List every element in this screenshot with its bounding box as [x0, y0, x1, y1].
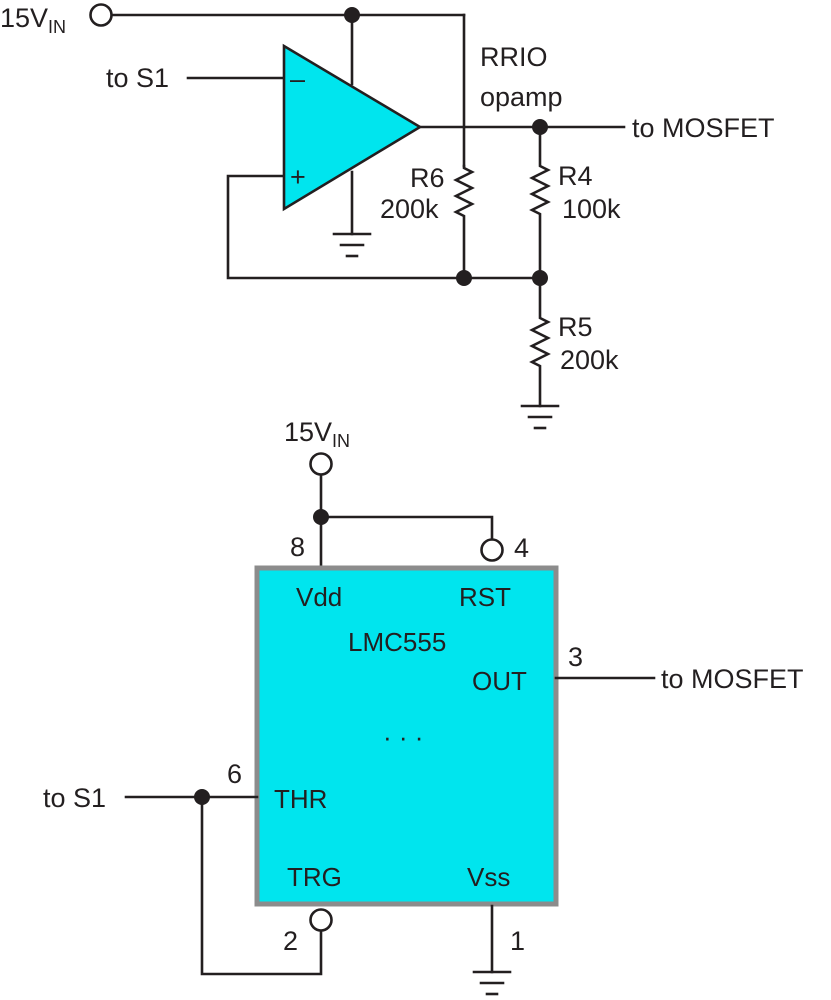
timer-output-label: to MOSFET	[661, 664, 804, 694]
feedback-wire	[226, 174, 542, 280]
r4-name: R4	[558, 161, 593, 191]
opamp-type-label: RRIO	[480, 42, 548, 72]
opamp-minus-sign: –	[290, 64, 305, 94]
timer-circuit: 15VIN 8 4 Vdd RST LMC555 OUT · · · THR T…	[43, 417, 804, 996]
r4-value: 100k	[562, 194, 621, 224]
r5-ground-symbol	[520, 404, 560, 430]
opamp-input-label: to S1	[106, 63, 169, 93]
chip-ellipsis: · · ·	[383, 722, 423, 752]
vss-pin-label: Vss	[467, 862, 510, 892]
r5-name: R5	[558, 312, 593, 342]
r5-value: 200k	[560, 345, 619, 375]
r6-name: R6	[410, 163, 445, 193]
opamp-circuit: 15VIN to S1 – + RRIO opamp to MOSFET	[0, 3, 775, 430]
r5-resistor	[529, 276, 551, 408]
vdd-pin-label: Vdd	[296, 582, 342, 612]
opamp-supply-label: 15VIN	[0, 3, 66, 37]
r4-resistor	[529, 125, 551, 280]
pin-6-number: 6	[227, 759, 242, 789]
pin-1-number: 1	[510, 926, 525, 956]
out-pin-label: OUT	[472, 666, 527, 696]
opamp-output-label: to MOSFET	[632, 113, 775, 143]
rst-tie-wire	[319, 515, 494, 541]
opamp-type-label-2: opamp	[480, 82, 563, 112]
r6-junction-dot	[456, 270, 472, 286]
chip-name: LMC555	[348, 627, 446, 657]
vdd-junction-dot	[313, 509, 329, 525]
trg-pin-bubble	[309, 908, 333, 932]
thr-pin-label: THR	[274, 784, 327, 814]
opamp-plus-sign: +	[290, 162, 306, 192]
pin-4-number: 4	[514, 533, 529, 563]
trg-loop-wire	[200, 795, 323, 976]
timer-input-label: to S1	[43, 783, 106, 813]
opamp-triangle	[282, 43, 423, 212]
vss-ground-symbol	[472, 970, 512, 996]
opamp-ground-symbol	[332, 232, 372, 258]
r6-resistor	[453, 164, 475, 280]
rst-pin-bubble	[480, 538, 504, 562]
supply-terminal	[89, 3, 113, 27]
rst-pin-label: RST	[459, 582, 511, 612]
pin-2-number: 2	[283, 926, 298, 956]
pin-8-number: 8	[290, 532, 305, 562]
lmc555-chip	[254, 565, 559, 907]
supply-junction-dot	[344, 7, 360, 23]
r6-value: 200k	[380, 194, 439, 224]
timer-supply-terminal	[309, 452, 333, 476]
pin-3-number: 3	[568, 642, 583, 672]
trg-pin-label: TRG	[287, 862, 342, 892]
timer-supply-label: 15VIN	[284, 417, 350, 451]
